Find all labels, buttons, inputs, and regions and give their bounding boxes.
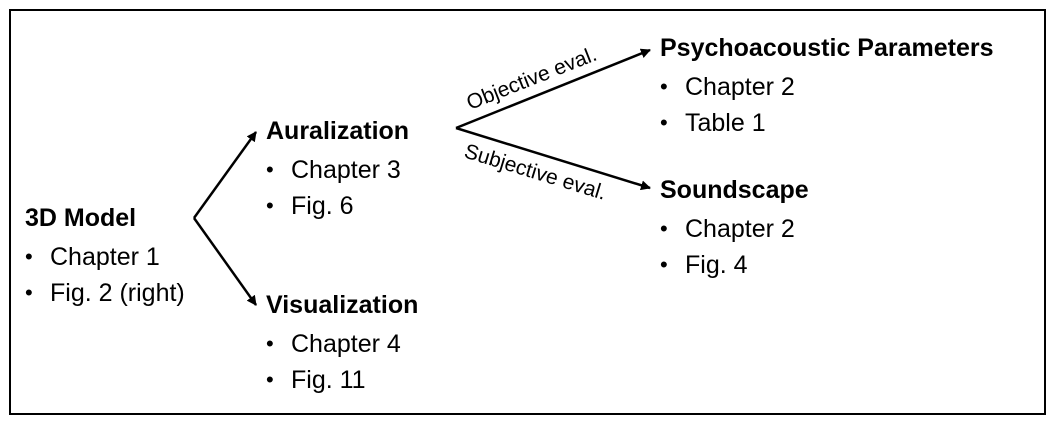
arrow-auralization-to-psychoacoustic: [455, 48, 651, 130]
list-item: • Table 1: [660, 105, 994, 141]
node-3d-model: 3D Model • Chapter 1 • Fig. 2 (right): [25, 203, 185, 311]
bullet-icon: •: [266, 331, 274, 356]
node-soundscape: Soundscape • Chapter 2 • Fig. 4: [660, 175, 809, 283]
bullet-icon: •: [660, 74, 668, 99]
diagram-frame: [9, 9, 1046, 415]
node-title: Visualization: [266, 291, 419, 319]
node-visualization: Visualization • Chapter 4 • Fig. 11: [266, 290, 418, 398]
node-title: Psychoacoustic Parameters: [660, 34, 994, 62]
bullet-icon: •: [266, 157, 274, 182]
node-psychoacoustic-parameters: Psychoacoustic Parameters • Chapter 2 • Ta…: [660, 33, 994, 141]
list-item: • Fig. 11: [266, 362, 418, 398]
bullet-icon: •: [660, 110, 668, 135]
arrow-auralization-to-soundscape: [455, 126, 651, 191]
node-reference-list: • Chapter 3 • Fig. 6: [266, 152, 409, 224]
bullet-icon: •: [660, 252, 668, 277]
bullet-icon: •: [266, 193, 274, 218]
node-reference-list: • Chapter 1 • Fig. 2 (right): [25, 239, 185, 311]
node-title: Auralization: [266, 117, 410, 145]
list-item-text: Fig. 11: [291, 366, 366, 394]
arrow-model-to-auralization: [192, 131, 258, 219]
bullet-icon: •: [25, 280, 33, 305]
list-item: • Chapter 2: [660, 69, 994, 105]
list-item: • Chapter 1: [25, 239, 185, 275]
list-item-text: Table 1: [685, 109, 766, 137]
list-item: • Chapter 4: [266, 326, 418, 362]
list-item: • Chapter 3: [266, 152, 409, 188]
list-item-text: Fig. 4: [685, 251, 748, 279]
list-item-text: Fig. 2 (right): [50, 279, 185, 307]
bullet-icon: •: [266, 367, 274, 392]
list-item: • Chapter 2: [660, 211, 809, 247]
bullet-icon: •: [25, 244, 33, 269]
node-auralization: Auralization • Chapter 3 • Fig. 6: [266, 116, 409, 224]
list-item: • Fig. 4: [660, 247, 809, 283]
node-reference-list: • Chapter 4 • Fig. 11: [266, 326, 418, 398]
list-item: • Fig. 2 (right): [25, 275, 185, 311]
list-item: • Fig. 6: [266, 188, 409, 224]
list-item-text: Chapter 2: [685, 215, 795, 243]
node-title: 3D Model: [25, 204, 137, 232]
node-reference-list: • Chapter 2 • Fig. 4: [660, 211, 809, 283]
list-item-text: Fig. 6: [291, 192, 354, 220]
list-item-text: Chapter 4: [291, 330, 401, 358]
node-title: Soundscape: [660, 176, 809, 204]
list-item-text: Chapter 2: [685, 73, 795, 101]
list-item-text: Chapter 3: [291, 156, 401, 184]
bullet-icon: •: [660, 216, 668, 241]
list-item-text: Chapter 1: [50, 243, 160, 271]
edge-label-subjective: Subjective eval.: [462, 140, 609, 205]
arrow-model-to-visualization: [192, 217, 258, 306]
node-reference-list: • Chapter 2 • Table 1: [660, 69, 994, 141]
